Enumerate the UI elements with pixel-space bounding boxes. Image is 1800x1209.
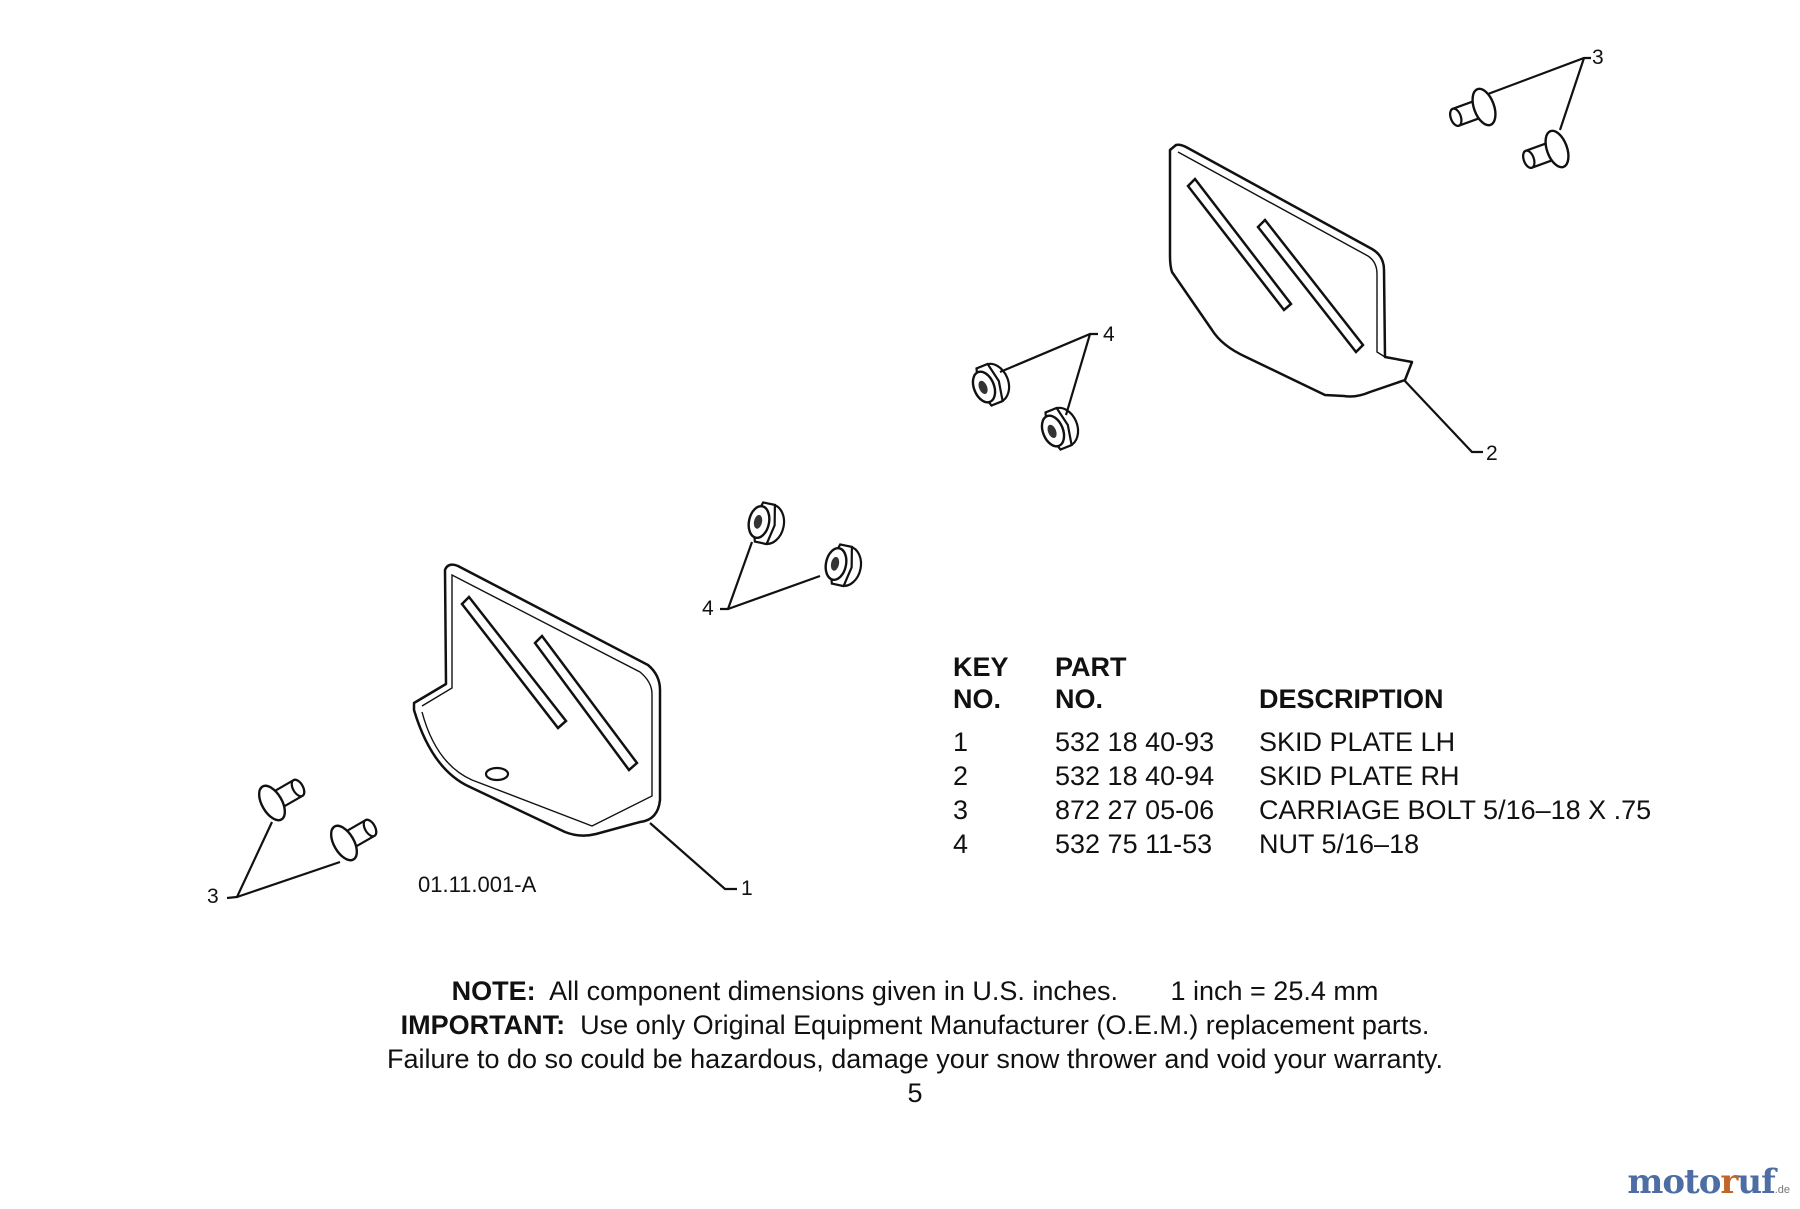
callout-4-lower: 4 bbox=[702, 597, 714, 620]
description-cell: CARRIAGE BOLT 5/16–18 X .75 bbox=[1259, 795, 1652, 825]
important-text: Use only Original Equipment Manufacturer… bbox=[580, 1010, 1430, 1040]
callout-1: 1 bbox=[741, 877, 753, 900]
carriage-bolt-icon bbox=[1443, 56, 1591, 181]
part-number-cell: 532 18 40-94 bbox=[1055, 761, 1215, 791]
important-line: IMPORTANT: Use only Original Equipment M… bbox=[0, 1008, 1800, 1042]
warning-text: Failure to do so could be hazardous, dam… bbox=[386, 1044, 1444, 1074]
carriage-bolt-icon bbox=[226, 767, 386, 900]
callout-2: 2 bbox=[1486, 442, 1498, 465]
part-number-cell: 532 75 11-53 bbox=[1055, 829, 1213, 859]
part-number-cell: 532 18 40-93 bbox=[1055, 727, 1215, 757]
callout-3-upper: 3 bbox=[1592, 46, 1604, 69]
table-row: 1 532 18 40-93 SKID PLATE LH bbox=[953, 727, 1693, 761]
logo-suffix: .de bbox=[1774, 1184, 1790, 1196]
skid-plate-lh-icon bbox=[412, 563, 737, 891]
drawing-id: 01.11.001-A bbox=[418, 872, 537, 897]
header-key-line2: NO. bbox=[953, 683, 1002, 714]
description-cell: SKID PLATE RH bbox=[1259, 761, 1460, 791]
header-key-line1: KEY bbox=[953, 652, 1009, 682]
key-cell: 1 bbox=[953, 727, 969, 757]
table-row: 4 532 75 11-53 NUT 5/16–18 bbox=[953, 829, 1693, 863]
hex-nut-icon bbox=[720, 499, 866, 611]
logo-part-1: moto bbox=[1627, 1162, 1721, 1202]
callout-3-lower: 3 bbox=[207, 885, 219, 908]
description-cell: SKID PLATE LH bbox=[1259, 727, 1456, 757]
header-part-line2: NO. bbox=[1055, 683, 1104, 714]
description-cell: NUT 5/16–18 bbox=[1259, 829, 1420, 859]
table-row: 2 532 18 40-94 SKID PLATE RH bbox=[953, 761, 1693, 795]
hex-nut-icon bbox=[966, 332, 1098, 455]
header-description: DESCRIPTION bbox=[1259, 684, 1444, 714]
note-label: NOTE: bbox=[451, 976, 536, 1006]
note-text: All component dimensions given in U.S. i… bbox=[549, 976, 1118, 1006]
table-row: 3 872 27 05-06 CARRIAGE BOLT 5/16–18 X .… bbox=[953, 795, 1693, 829]
logo-part-3: uf bbox=[1737, 1162, 1775, 1202]
callout-4-upper: 4 bbox=[1103, 323, 1115, 346]
key-cell: 3 bbox=[953, 795, 969, 825]
conversion-text: 1 inch = 25.4 mm bbox=[1170, 976, 1379, 1006]
page-number: 5 bbox=[907, 1078, 923, 1108]
part-number-cell: 872 27 05-06 bbox=[1055, 795, 1215, 825]
note-line: NOTE: All component dimensions given in … bbox=[0, 974, 1800, 1008]
motoruf-logo: motoruf.de bbox=[1627, 1162, 1790, 1202]
header-part-line1: PART bbox=[1055, 652, 1127, 682]
header-part: PART NO. bbox=[1055, 652, 1127, 716]
skid-plate-rh-icon bbox=[1168, 143, 1483, 454]
header-key: KEY NO. bbox=[953, 652, 1009, 716]
notes-block: NOTE: All component dimensions given in … bbox=[0, 974, 1800, 1110]
key-cell: 2 bbox=[953, 761, 969, 791]
important-label: IMPORTANT: bbox=[400, 1010, 566, 1040]
logo-part-2: r bbox=[1720, 1162, 1738, 1202]
key-cell: 4 bbox=[953, 829, 969, 859]
